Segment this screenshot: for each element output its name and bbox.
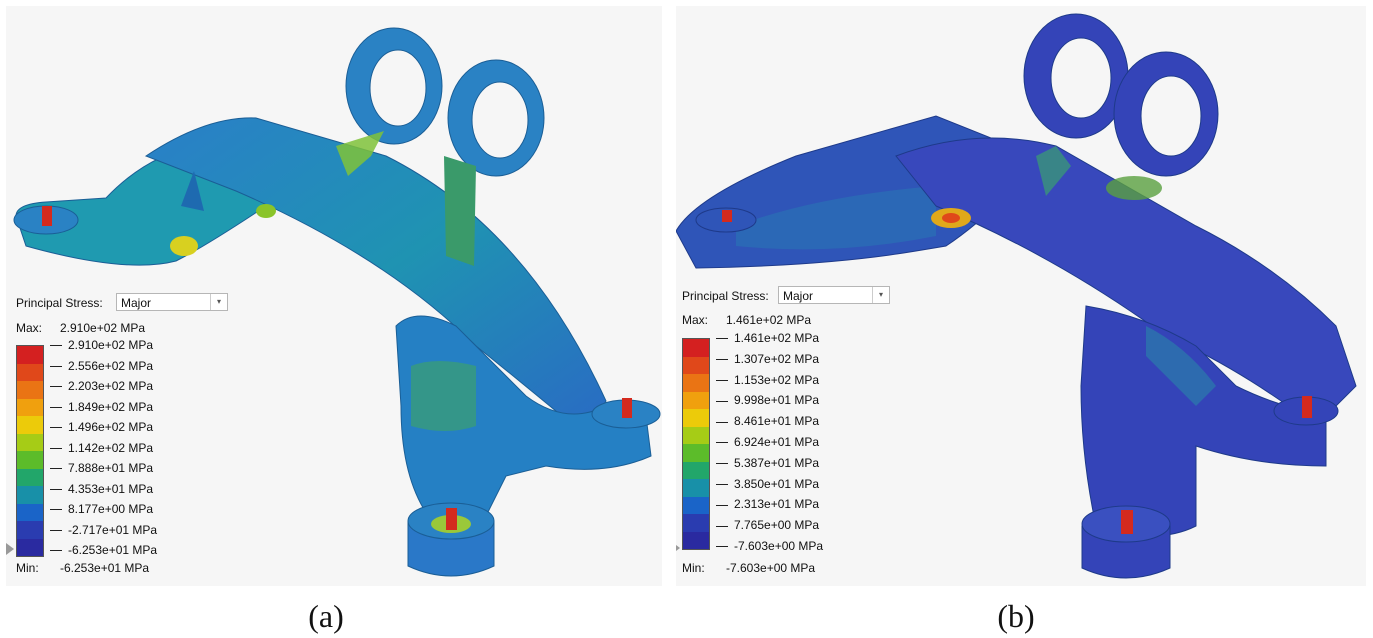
scale-tick: 2.910e+02 MPa [50,338,153,352]
stress-model-b[interactable] [676,6,1366,586]
min-value: -6.253e+01 MPa [60,561,150,575]
scale-tick: -7.603e+00 MPa [716,539,823,553]
scale-tick-label: 7.888e+01 MPa [68,461,154,475]
min-value: -7.603e+00 MPa [726,561,816,575]
scale-tick-label: 7.765e+00 MPa [734,518,820,533]
scale-tick-label: 1.496e+02 MPa [68,420,154,434]
stress-legend: Principal Stress: Major ▾ Max: 2.910e+02 … [6,293,336,578]
principal-stress-value: Major [121,296,152,310]
stress-legend: Principal Stress: Major ▾ Max: 1.461e+02 … [676,286,1012,576]
min-row: Min: -6.253e+01 MPa [16,561,149,575]
max-label: Max: [16,321,43,335]
scale-tick: 7.765e+00 MPa [716,518,819,532]
scale-tick-label: 2.313e+01 MPa [734,497,820,512]
scale-pointer-icon[interactable] [676,542,680,554]
principal-stress-select[interactable]: Major ▾ [116,293,228,311]
scale-tick-label: 8.177e+00 MPa [68,502,154,516]
dropdown-arrow-icon[interactable]: ▾ [872,287,889,303]
max-row: Max: 2.910e+02 MPa [16,321,145,335]
scale-tick-label: 1.307e+02 MPa [734,351,820,366]
scale-tick-label: -2.717e+01 MPa [68,522,158,537]
scale-pointer-icon[interactable] [6,543,14,555]
scale-tick-label: -7.603e+00 MPa [734,539,824,553]
viewport-a[interactable]: Principal Stress: Major ▾ Max: 2.910e+02 … [6,6,662,586]
scale-tick: 1.496e+02 MPa [50,420,153,434]
scale-tick-label: 8.461e+01 MPa [734,414,820,429]
scale-tick: 1.142e+02 MPa [50,441,153,455]
max-label: Max: [682,313,709,327]
viewport-b[interactable]: Principal Stress: Major ▾ Max: 1.461e+02 … [676,6,1366,586]
scale-tick-label: 2.910e+02 MPa [68,338,154,352]
scale-tick-label: 1.153e+02 MPa [734,372,820,387]
scale-tick-label: 3.850e+01 MPa [734,476,820,491]
min-row: Min: -7.603e+00 MPa [682,561,815,575]
scale-tick-label: 9.998e+01 MPa [734,393,820,408]
scale-tick: 7.888e+01 MPa [50,461,153,475]
scale-tick: -2.717e+01 MPa [50,523,157,537]
scale-tick: 8.177e+00 MPa [50,502,153,516]
scale-tick-label: 1.461e+02 MPa [734,331,820,345]
scale-tick: 3.850e+01 MPa [716,477,819,491]
principal-stress-label: Principal Stress: [682,289,769,303]
scale-tick: 1.307e+02 MPa [716,352,819,366]
max-value: 2.910e+02 MPa [60,321,146,335]
scale-tick: 9.998e+01 MPa [716,393,819,407]
figure-caption-b: (b) [997,598,1035,634]
scale-tick: 2.556e+02 MPa [50,359,153,373]
max-value: 1.461e+02 MPa [726,313,812,327]
color-scale-bar [16,345,44,557]
min-label: Min: [682,561,705,575]
color-scale-bar [682,338,710,550]
scale-tick: 4.353e+01 MPa [50,482,153,496]
principal-stress-label: Principal Stress: [16,296,103,310]
scale-tick-label: 1.849e+02 MPa [68,399,154,414]
figure-caption-a: (a) [308,598,344,634]
scale-tick: 2.313e+01 MPa [716,497,819,511]
scale-tick: 1.461e+02 MPa [716,331,819,345]
scale-tick-label: 2.203e+02 MPa [68,379,154,393]
scale-tick-label: 2.556e+02 MPa [68,358,154,373]
scale-tick-label: -6.253e+01 MPa [68,543,158,557]
max-row: Max: 1.461e+02 MPa [682,313,811,327]
scale-tick-label: 6.924e+01 MPa [734,435,820,449]
scale-tick-label: 1.142e+02 MPa [68,440,154,455]
scale-tick: 1.153e+02 MPa [716,373,819,387]
min-label: Min: [16,561,39,575]
scale-tick: 8.461e+01 MPa [716,414,819,428]
scale-tick: 1.849e+02 MPa [50,400,153,414]
scale-tick: 6.924e+01 MPa [716,435,819,449]
scale-tick: 2.203e+02 MPa [50,379,153,393]
dropdown-arrow-icon[interactable]: ▾ [210,294,227,310]
scale-tick-label: 5.387e+01 MPa [734,455,820,470]
principal-stress-value: Major [783,289,814,303]
stress-model-a[interactable] [6,6,662,586]
scale-tick: -6.253e+01 MPa [50,543,157,557]
scale-tick-label: 4.353e+01 MPa [68,481,154,496]
scale-tick: 5.387e+01 MPa [716,456,819,470]
principal-stress-select[interactable]: Major ▾ [778,286,890,304]
